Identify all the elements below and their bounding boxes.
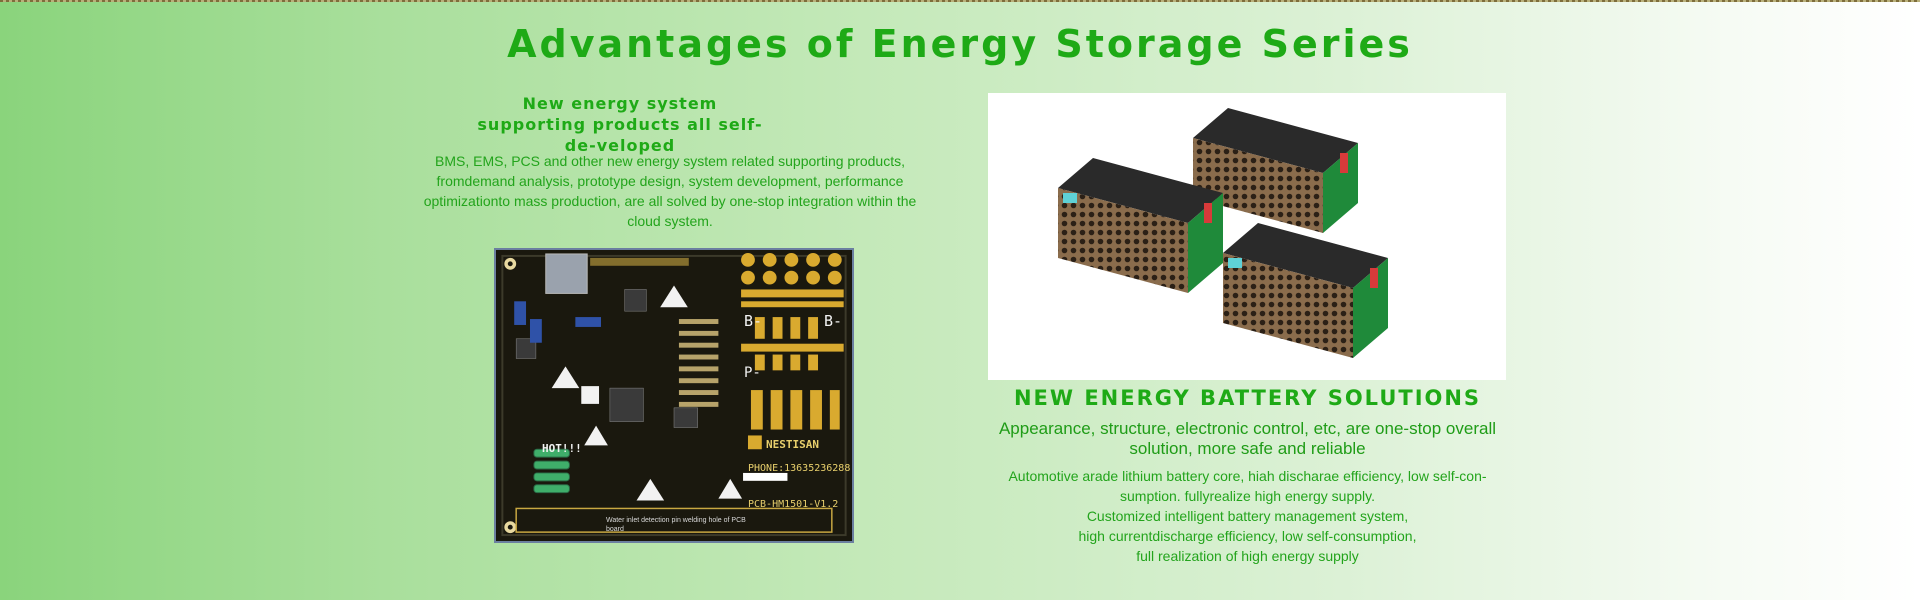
pcb-board-illustration — [496, 250, 852, 541]
pcb-label-hot: HOT!!! — [542, 442, 582, 455]
right-section-subheading: Appearance, structure, electronic contro… — [998, 419, 1497, 458]
right-section-body: Automotive arade lithium battery core, h… — [985, 466, 1510, 566]
right-body-line: high currentdischarge efficiency, low se… — [1078, 528, 1417, 544]
left-section-body: BMS, EMS, PCS and other new energy syste… — [423, 153, 917, 229]
top-decorative-strip — [0, 0, 1920, 2]
battery-pack-front — [1223, 223, 1388, 358]
bottom-divider — [0, 600, 1920, 603]
pcb-model-label: PCB-HM1501-V1.2 — [748, 499, 839, 510]
right-body-line: Automotive arade lithium battery core, h… — [1008, 468, 1487, 484]
pcb-board-image: B- B- P- HOT!!! NESTISAN PHONE:136352362… — [494, 248, 854, 543]
pcb-note-label: Water inlet detection pin welding hole o… — [606, 517, 746, 533]
right-section-heading: NEW ENERGY BATTERY SOLUTIONS — [1013, 386, 1482, 410]
pcb-label-b-right: B- — [824, 312, 843, 330]
pcb-brand-logo: NESTISAN — [766, 438, 819, 451]
battery-packs-image — [988, 93, 1506, 380]
pcb-phone-label: PHONE:13635236288 — [748, 463, 851, 474]
pcb-label-p: P- — [744, 365, 761, 381]
left-section-heading: New energy system supporting products al… — [477, 94, 763, 155]
page-title: Advantages of Energy Storage Series — [507, 22, 1413, 66]
right-body-line: sumption. fullyrealize high energy suppl… — [1120, 488, 1375, 504]
right-body-line: Customized intelligent battery managemen… — [1086, 508, 1409, 524]
battery-packs-illustration — [1058, 108, 1388, 358]
battery-pack-left — [1058, 158, 1223, 293]
battery-pack-back — [1193, 108, 1358, 233]
pcb-label-b-left: B- — [744, 312, 763, 330]
right-body-line: full realization of high energy supply — [1136, 548, 1359, 564]
